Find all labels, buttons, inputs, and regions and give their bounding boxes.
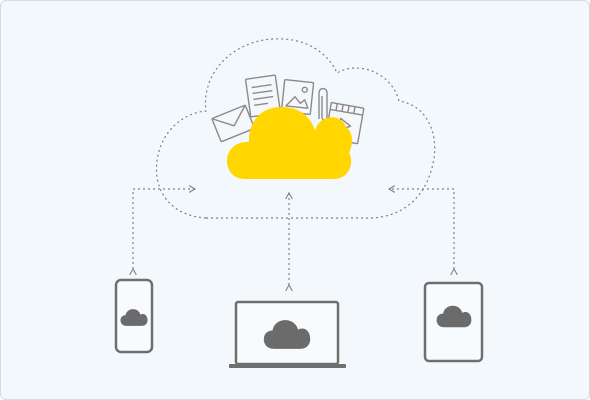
email-icon (211, 104, 255, 143)
phone-connection-line (129, 185, 197, 276)
smartphone-device (114, 278, 154, 354)
laptop-device (229, 300, 346, 368)
paperclip-icon (318, 87, 328, 121)
central-cloud-icon (227, 107, 353, 179)
image-icon (280, 79, 315, 116)
document-icon (244, 74, 282, 118)
tablet-connection-line (387, 185, 458, 276)
tablet-device (423, 281, 484, 363)
sync-connections (129, 185, 458, 292)
